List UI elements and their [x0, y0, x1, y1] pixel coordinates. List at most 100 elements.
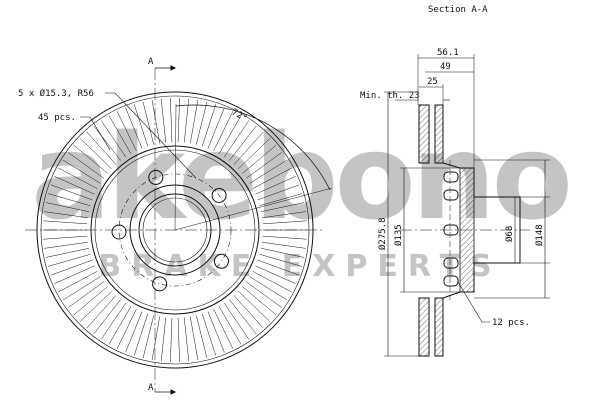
- vane-line: [68, 152, 104, 179]
- vane-line: [68, 281, 104, 308]
- vane-line: [50, 259, 93, 276]
- vane-line: [151, 99, 160, 144]
- vane-line: [190, 99, 199, 144]
- dim-width-disc: 25: [427, 77, 438, 87]
- lower-inner-plate: [418, 297, 430, 357]
- vane-line: [252, 167, 292, 189]
- angle-arc: [175, 104, 331, 191]
- lower-outer-plate: [434, 297, 444, 357]
- vane-line: [48, 193, 91, 206]
- angle-ref-line-2: [174, 187, 333, 231]
- bolt-hole: [148, 169, 164, 185]
- vane-line: [262, 220, 307, 225]
- vane-line: [261, 202, 305, 212]
- vane-line: [201, 313, 217, 356]
- vane-line: [233, 131, 264, 165]
- bolt-label-leader: [105, 92, 197, 179]
- section-title: Section A-A: [428, 5, 488, 15]
- vane-line: [100, 302, 126, 340]
- disc-section-view: [384, 54, 550, 357]
- dim-dia-outer: Ø275.8: [377, 217, 388, 250]
- vane-line: [142, 101, 154, 145]
- vane-line: [160, 317, 167, 362]
- upper-outer-plate: [434, 104, 444, 164]
- section-mark-bottom: A: [148, 383, 154, 393]
- vane-line: [86, 131, 117, 165]
- bolt-holes: [111, 169, 229, 292]
- bolt-hole: [213, 253, 229, 269]
- watermark: akebono BRAKE EXPERTS: [31, 108, 573, 284]
- vane-line: [238, 290, 271, 322]
- cooling-vanes: [43, 98, 307, 362]
- vane-line: [207, 311, 225, 353]
- vane-line: [108, 115, 132, 154]
- vane-line: [228, 125, 257, 161]
- vane-line: [125, 107, 143, 149]
- mount-hole: [443, 275, 459, 287]
- vane-line: [62, 159, 101, 184]
- vane-line: [151, 316, 160, 361]
- dim-dia-hat: Ø135: [393, 224, 404, 246]
- vane-line: [116, 308, 137, 349]
- vane-line: [170, 98, 173, 143]
- vane-line: [50, 184, 93, 201]
- bolt-hole: [211, 187, 227, 203]
- vane-line: [133, 104, 149, 147]
- vane-line: [246, 281, 282, 308]
- dim-width-total: 56.1: [437, 48, 459, 58]
- vane-line: [218, 115, 242, 154]
- vane-line: [93, 125, 122, 161]
- vane-line: [183, 317, 190, 362]
- vane-line: [43, 235, 88, 240]
- vane-line: [54, 176, 95, 195]
- mount-hole: [443, 257, 459, 269]
- vane-line: [252, 271, 292, 293]
- vane-line: [259, 254, 302, 267]
- vane-line: [207, 107, 225, 149]
- vane-line: [228, 299, 257, 335]
- vane-line: [177, 317, 180, 362]
- vane-line: [44, 241, 88, 249]
- vane-line: [224, 120, 250, 158]
- vane-line: [86, 295, 117, 329]
- vane-line: [43, 220, 88, 225]
- vane-line: [242, 286, 277, 316]
- holes-label-leader: [457, 281, 490, 323]
- vane-line: [79, 290, 112, 322]
- mount-hole: [443, 171, 459, 183]
- vane-line: [257, 259, 300, 276]
- section-mark-top: A: [148, 57, 154, 67]
- vane-line: [262, 241, 306, 249]
- upper-inner-plate: [418, 104, 430, 164]
- vane-line: [142, 315, 154, 359]
- vane-line: [48, 254, 91, 267]
- vane-label-leader: [80, 116, 111, 151]
- vane-line: [246, 152, 282, 179]
- vane-line: [196, 315, 208, 359]
- vane-line: [196, 101, 208, 145]
- vane-line: [116, 111, 137, 152]
- angle-ref-line-1: [174, 103, 177, 231]
- vane-line: [170, 317, 173, 362]
- vane-line: [242, 144, 277, 174]
- bolt-hole: [152, 276, 168, 292]
- vane-line: [262, 235, 307, 240]
- holes-count-label: 12 pcs.: [492, 318, 530, 328]
- bolt-hole-label: 5 x Ø15.3, R56: [18, 88, 94, 99]
- vane-line: [79, 138, 112, 170]
- vane-line: [100, 120, 126, 158]
- vane-line: [54, 265, 95, 284]
- vane-line: [73, 286, 108, 316]
- vane-line: [62, 276, 101, 301]
- vane-line: [262, 211, 306, 219]
- vane-line: [58, 167, 98, 189]
- vane-line: [201, 104, 217, 147]
- disc-front-view: [25, 65, 333, 395]
- vane-line: [259, 193, 302, 206]
- vane-line: [45, 248, 89, 258]
- vane-line: [233, 295, 264, 329]
- vane-line: [255, 265, 296, 284]
- mount-hole: [443, 189, 459, 201]
- vane-line: [58, 271, 98, 293]
